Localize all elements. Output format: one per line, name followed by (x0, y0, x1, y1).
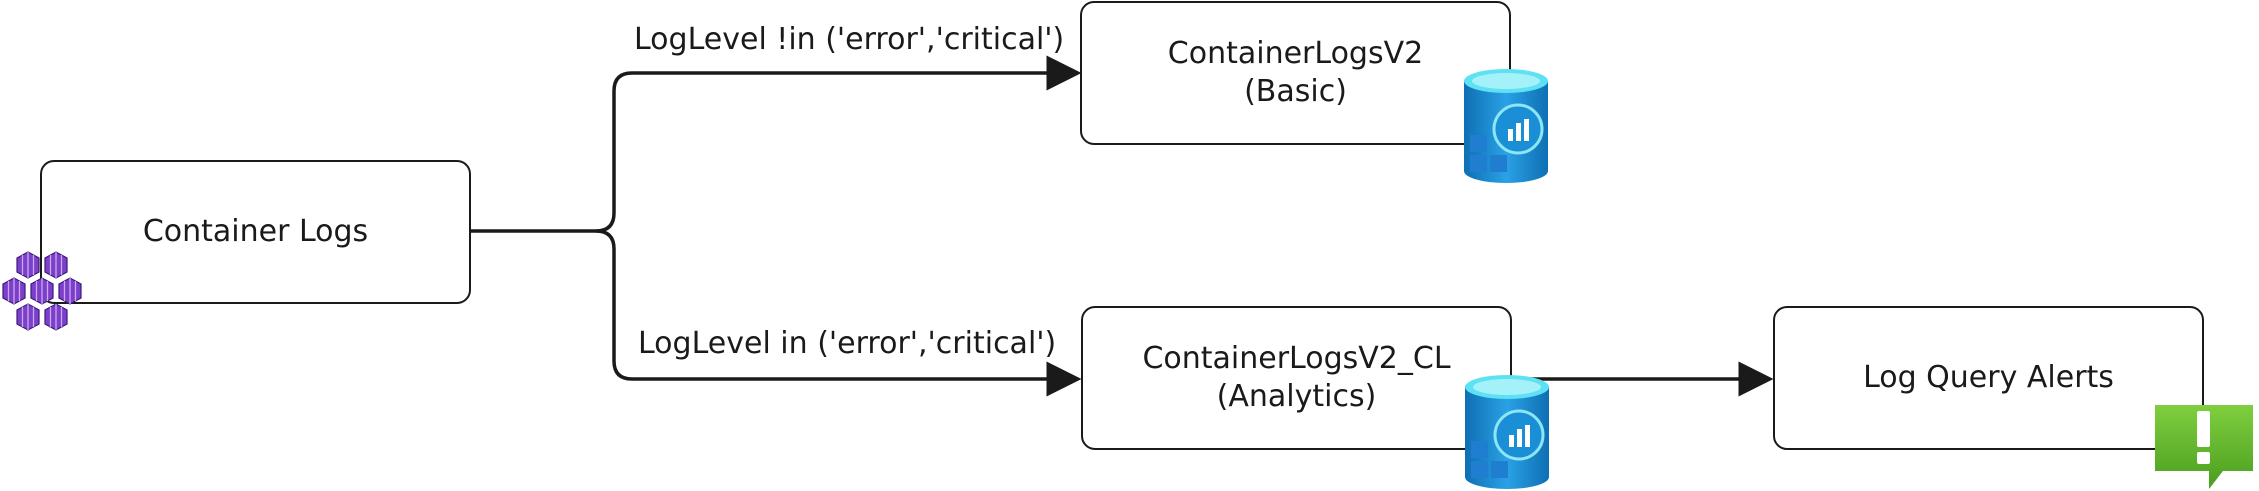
node-analytics-title: ContainerLogsV2_CL (1142, 341, 1451, 376)
log-analytics-database-icon-analytics (1465, 375, 1549, 489)
node-container-logs-title: Container Logs (142, 214, 369, 249)
node-basic-subtitle: (Basic) (1244, 74, 1347, 109)
edge-label-to-analytics: LogLevel in ('error','critical') (638, 326, 1057, 361)
connector-to-analytics (595, 229, 1082, 397)
alert-icon (2155, 405, 2253, 489)
node-analytics-subtitle: (Analytics) (1216, 379, 1377, 414)
node-alerts-title: Log Query Alerts (1863, 360, 2114, 395)
edge-label-to-basic: LogLevel !in ('error','critical') (634, 22, 1065, 57)
log-analytics-database-icon (1464, 69, 1548, 183)
kubernetes-containers-icon (2, 251, 82, 331)
node-container-logs: Container Logs (40, 160, 471, 304)
node-containerlogsv2-cl-analytics: ContainerLogsV2_CL (Analytics) (1081, 306, 1512, 450)
node-containerlogsv2-basic: ContainerLogsV2 (Basic) (1080, 1, 1511, 145)
node-basic-title: ContainerLogsV2 (1167, 36, 1424, 71)
node-log-query-alerts: Log Query Alerts (1773, 306, 2204, 450)
connector-to-basic (595, 55, 1082, 233)
